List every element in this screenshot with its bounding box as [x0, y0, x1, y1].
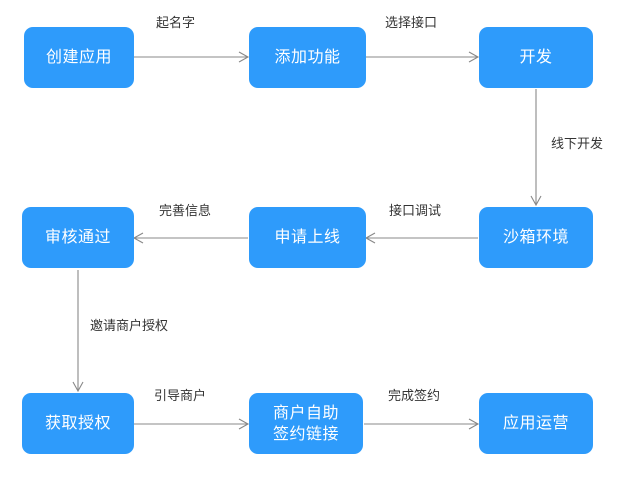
edge-label-offline-development: 线下开发: [551, 136, 604, 151]
edge-label-complete-info: 完善信息: [159, 203, 212, 218]
node-review-passed[interactable]: 审核通过: [22, 207, 134, 268]
node-review-passed-label: 审核通过: [44, 229, 111, 246]
edge-get-authorization-to-merchant-self-sign: [134, 418, 250, 430]
edge-develop-to-sandbox: [530, 89, 542, 207]
node-get-authorization[interactable]: 获取授权: [22, 393, 134, 454]
edge-create-app-to-add-function: [134, 51, 250, 63]
node-app-operation[interactable]: 应用运营: [479, 393, 593, 454]
node-add-function[interactable]: 添加功能: [249, 27, 366, 88]
node-add-function-label: 添加功能: [274, 49, 341, 66]
node-get-authorization-label: 获取授权: [44, 415, 111, 432]
node-merchant-self-sign-label: 商户自助 签约链接: [272, 404, 339, 443]
edge-review-passed-to-get-authorization: [72, 270, 84, 393]
edge-merchant-self-sign-to-app-operation: [364, 418, 480, 430]
edge-label-guide-merchant: 引导商户: [154, 388, 207, 403]
edge-label-invite-merchant-authorization: 邀请商户授权: [90, 318, 169, 333]
edge-add-function-to-develop: [366, 51, 480, 63]
edge-apply-online-to-review-passed: [132, 232, 248, 244]
node-develop[interactable]: 开发: [479, 27, 593, 88]
node-sandbox-label: 沙箱环境: [502, 229, 569, 246]
node-apply-online[interactable]: 申请上线: [249, 207, 366, 268]
node-merchant-self-sign[interactable]: 商户自助 签约链接: [249, 393, 363, 454]
edge-sandbox-to-apply-online: [364, 232, 478, 244]
edge-label-select-interface: 选择接口: [385, 15, 438, 30]
edge-label-interface-debug: 接口调试: [389, 203, 442, 218]
node-sandbox[interactable]: 沙箱环境: [479, 207, 593, 268]
node-create-app-label: 创建应用: [45, 49, 112, 66]
edge-label-name-app: 起名字: [156, 15, 196, 30]
edge-label-complete-signing: 完成签约: [388, 388, 441, 403]
node-apply-online-label: 申请上线: [274, 229, 341, 246]
node-create-app[interactable]: 创建应用: [24, 27, 134, 88]
node-develop-label: 开发: [519, 49, 553, 66]
node-app-operation-label: 应用运营: [502, 415, 569, 432]
